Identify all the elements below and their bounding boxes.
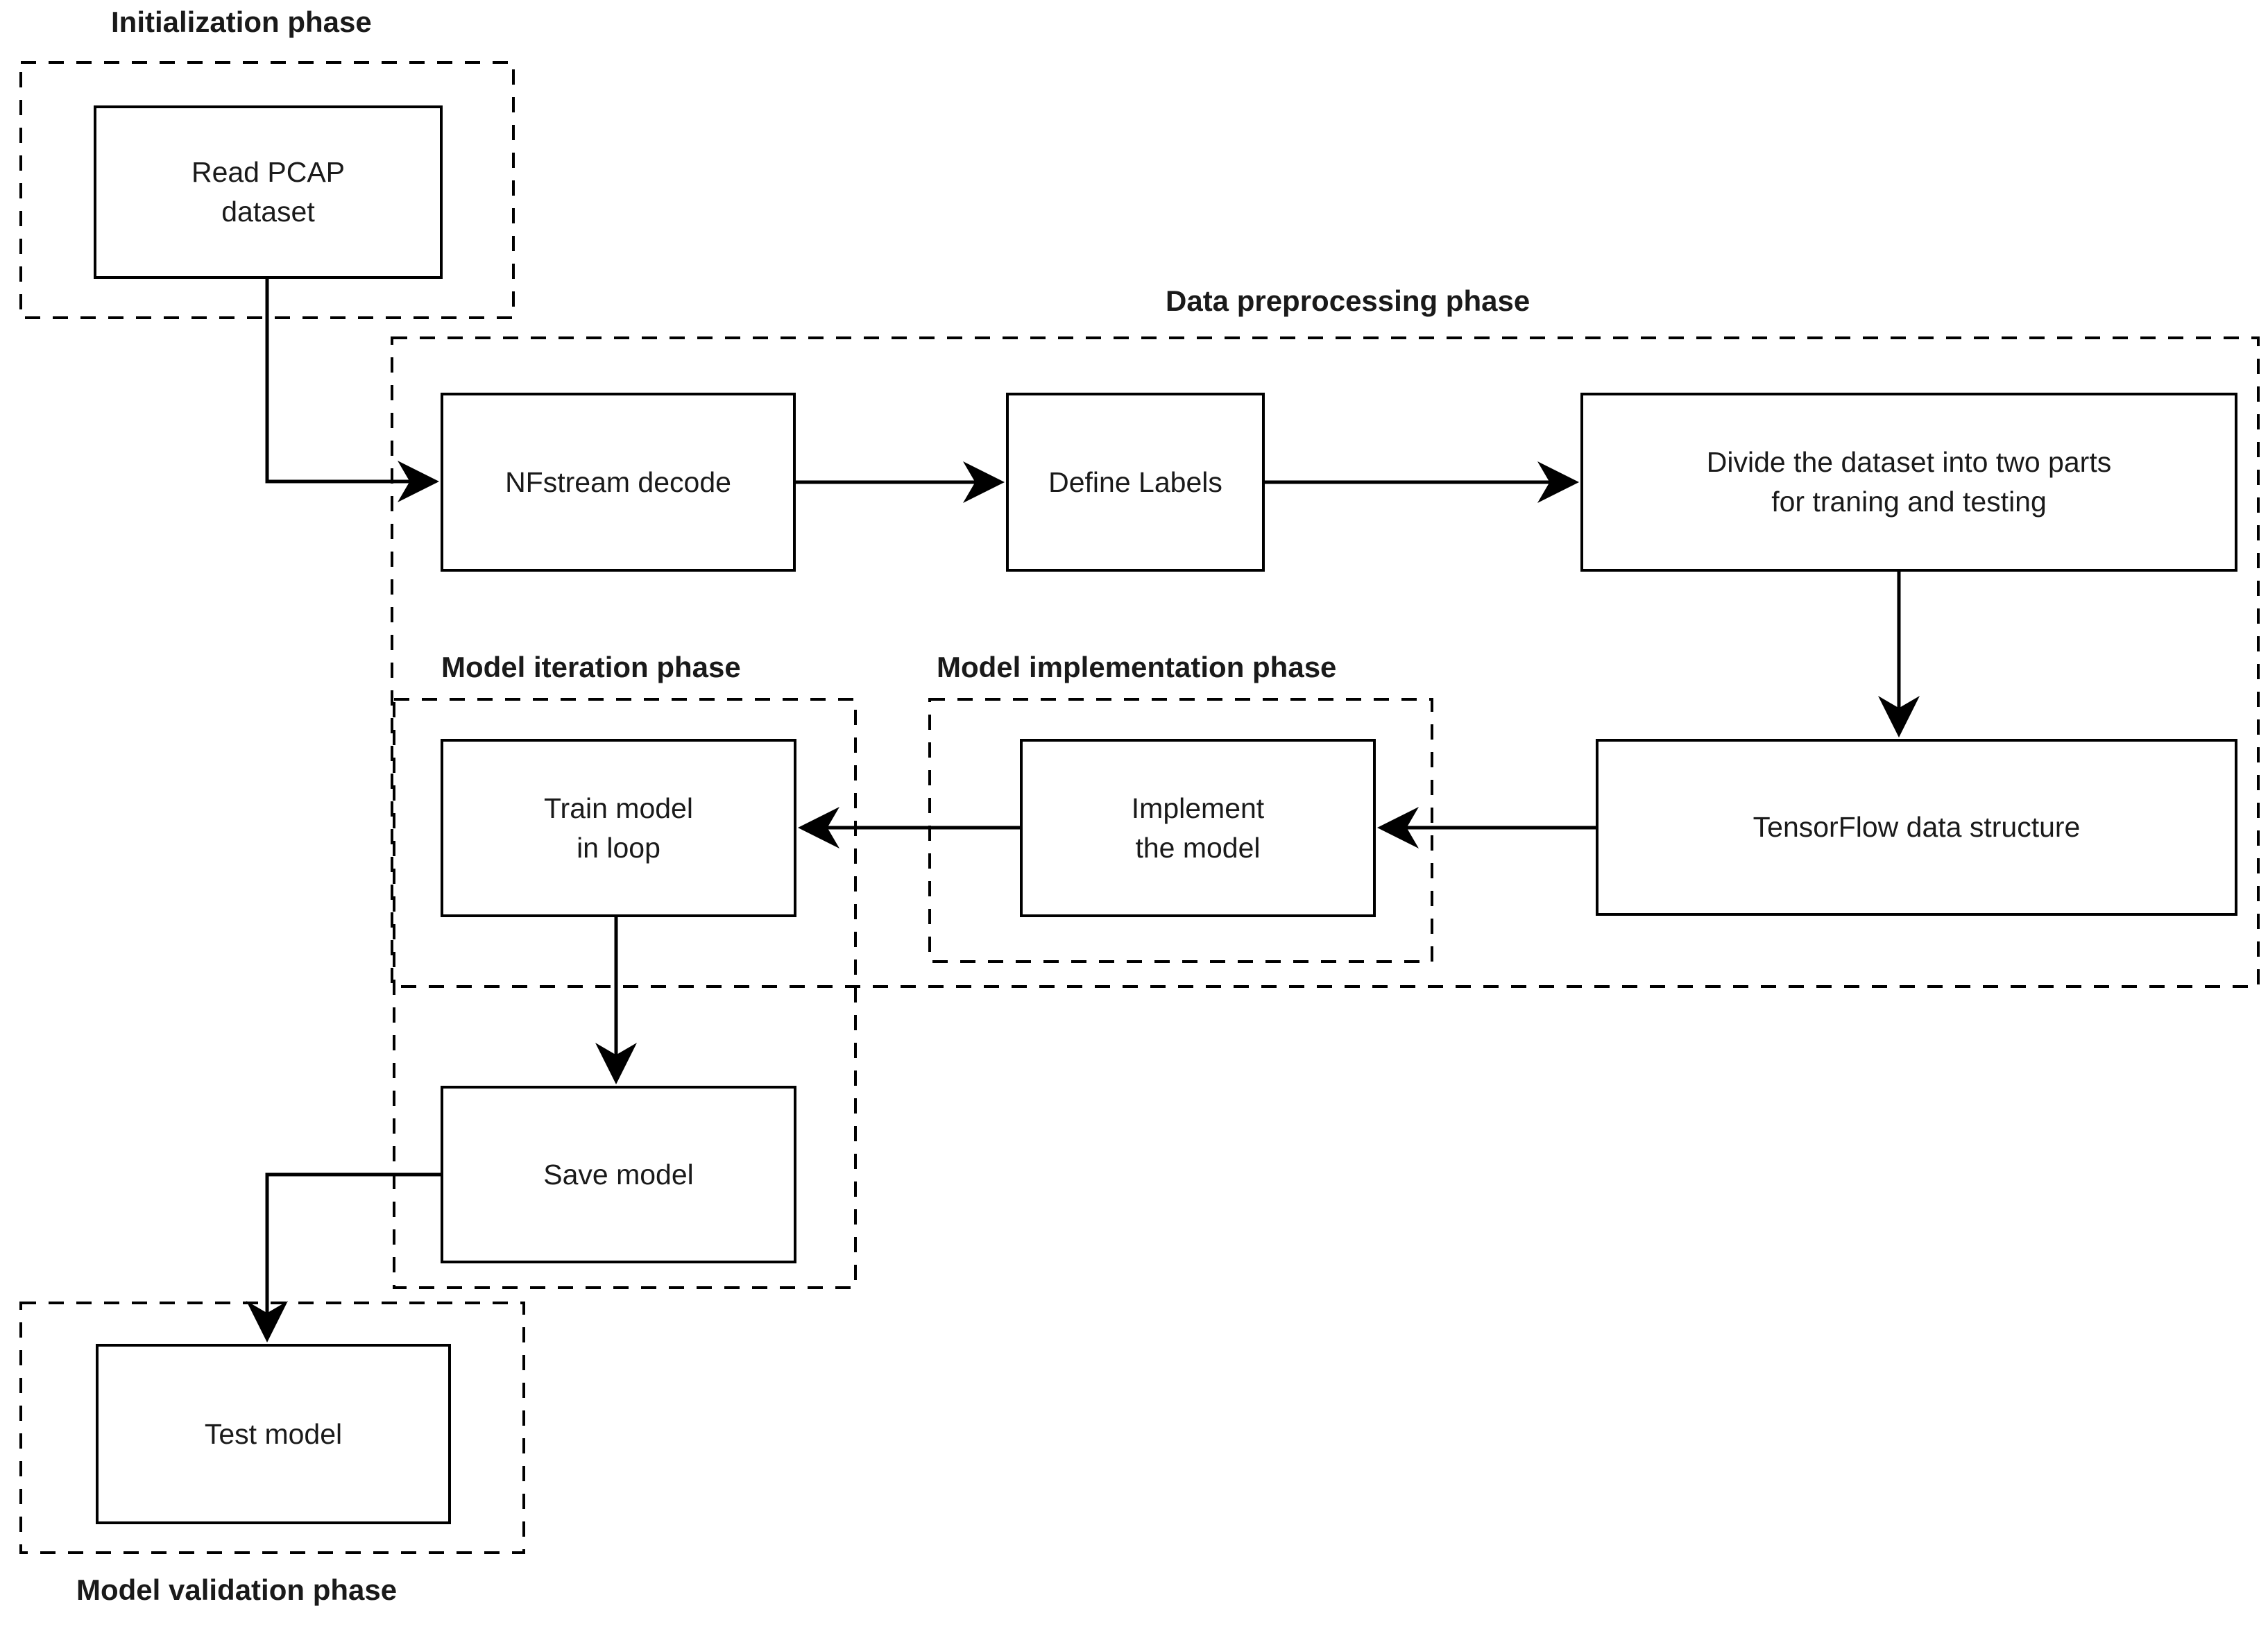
process-node-label-implement-the-model: Implement the model [1131, 792, 1265, 864]
phase-boundary-model-iteration [393, 698, 857, 1289]
process-node-label-tensorflow-data-structure: TensorFlow data structure [1753, 811, 2081, 844]
phase-label-model-implementation: Model implementation phase [937, 651, 1337, 683]
process-node-label-read-pcap-dataset: Read PCAP dataset [191, 156, 346, 228]
process-node-define-labels[interactable]: Define Labels [1006, 393, 1265, 572]
phase-label-model-iteration: Model iteration phase [441, 651, 741, 683]
process-node-label-test-model: Test model [204, 1417, 343, 1450]
process-node-label-save-model: Save model [543, 1158, 694, 1191]
process-node-label-divide-dataset: Divide the dataset into two parts for tr… [1706, 446, 2112, 518]
phase-boundary-initialization [19, 61, 515, 319]
connector-paths [246, 279, 1920, 1342]
connector-read-pcap-to-nfstream [265, 279, 439, 502]
process-node-implement-the-model[interactable]: Implement the model [1020, 739, 1376, 917]
process-node-label-define-labels: Define Labels [1048, 466, 1222, 498]
process-node-tensorflow-data-structure[interactable]: TensorFlow data structure [1596, 739, 2237, 916]
phase-label-model-validation: Model validation phase [76, 1573, 398, 1606]
connector-save-to-test [246, 1172, 441, 1342]
phase-label-initialization: Initialization phase [111, 6, 372, 38]
process-node-test-model[interactable]: Test model [96, 1344, 451, 1524]
process-node-save-model[interactable]: Save model [441, 1086, 796, 1263]
phase-label-data-preprocessing: Data preprocessing phase [1166, 284, 1531, 317]
process-node-divide-dataset[interactable]: Divide the dataset into two parts for tr… [1580, 393, 2237, 572]
process-node-nfstream-decode[interactable]: NFstream decode [441, 393, 796, 572]
phase-boundary-data-preprocessing [391, 336, 2260, 988]
process-node-label-nfstream-decode: NFstream decode [505, 466, 731, 498]
process-node-read-pcap-dataset[interactable]: Read PCAP dataset [94, 105, 443, 279]
process-node-train-model-in-loop[interactable]: Train model in loop [441, 739, 796, 917]
process-node-label-train-model-in-loop: Train model in loop [544, 792, 693, 864]
phase-boundary-model-implementation [928, 698, 1433, 963]
